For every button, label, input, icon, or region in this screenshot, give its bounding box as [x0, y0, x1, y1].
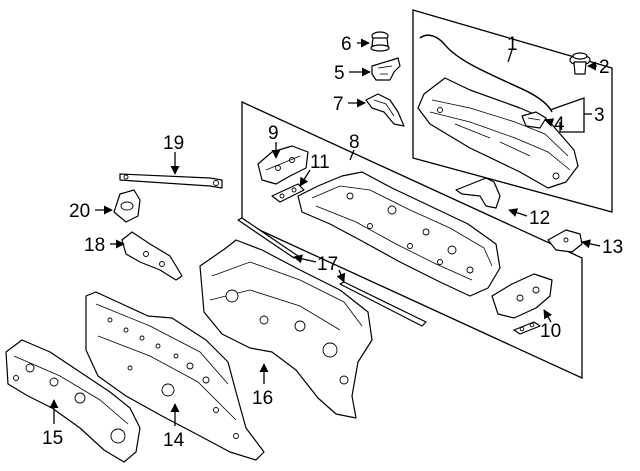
cowl-top-panel [417, 34, 579, 189]
callout-19: 19 [163, 133, 184, 154]
callout-12: 12 [529, 208, 550, 229]
callout-8: 8 [349, 132, 360, 153]
leader-lines [49, 38, 601, 426]
reinforcement-part-10 [491, 273, 553, 335]
callout-14: 14 [163, 430, 185, 451]
callout-3: 3 [594, 105, 605, 126]
callout-16: 16 [252, 388, 273, 409]
brace-part-19 [119, 173, 223, 189]
callout-13: 13 [602, 237, 623, 258]
bracket-part-18 [121, 231, 183, 281]
callout-6: 6 [341, 34, 352, 55]
bracket-part-5 [371, 57, 401, 81]
callout-2: 2 [599, 57, 610, 78]
callout-4: 4 [554, 114, 565, 135]
bracket-part-9 [257, 145, 309, 185]
callout-18: 18 [84, 235, 105, 256]
callout-10: 10 [540, 321, 561, 342]
callout-9: 9 [268, 123, 279, 144]
seal-part-7 [365, 93, 405, 127]
dash-panel-part-14 [85, 291, 265, 461]
plate-part-11 [271, 183, 305, 203]
callout-20: 20 [69, 201, 90, 222]
dash-upper-panel [297, 171, 501, 297]
clip-part-4 [521, 111, 547, 129]
mount-part-20 [113, 189, 141, 223]
callout-11: 11 [310, 152, 330, 173]
callout-5: 5 [334, 63, 345, 84]
lower-reinforcement-part-15 [5, 339, 141, 463]
bracket-part-12 [455, 177, 501, 209]
callout-15: 15 [42, 428, 63, 449]
callout-17: 17 [317, 254, 338, 275]
dash-insulator-part-16 [199, 239, 373, 419]
callout-1: 1 [507, 34, 518, 55]
grommet-part-6 [370, 31, 390, 52]
push-clip-part-2 [569, 52, 591, 75]
callout-7: 7 [333, 94, 344, 115]
